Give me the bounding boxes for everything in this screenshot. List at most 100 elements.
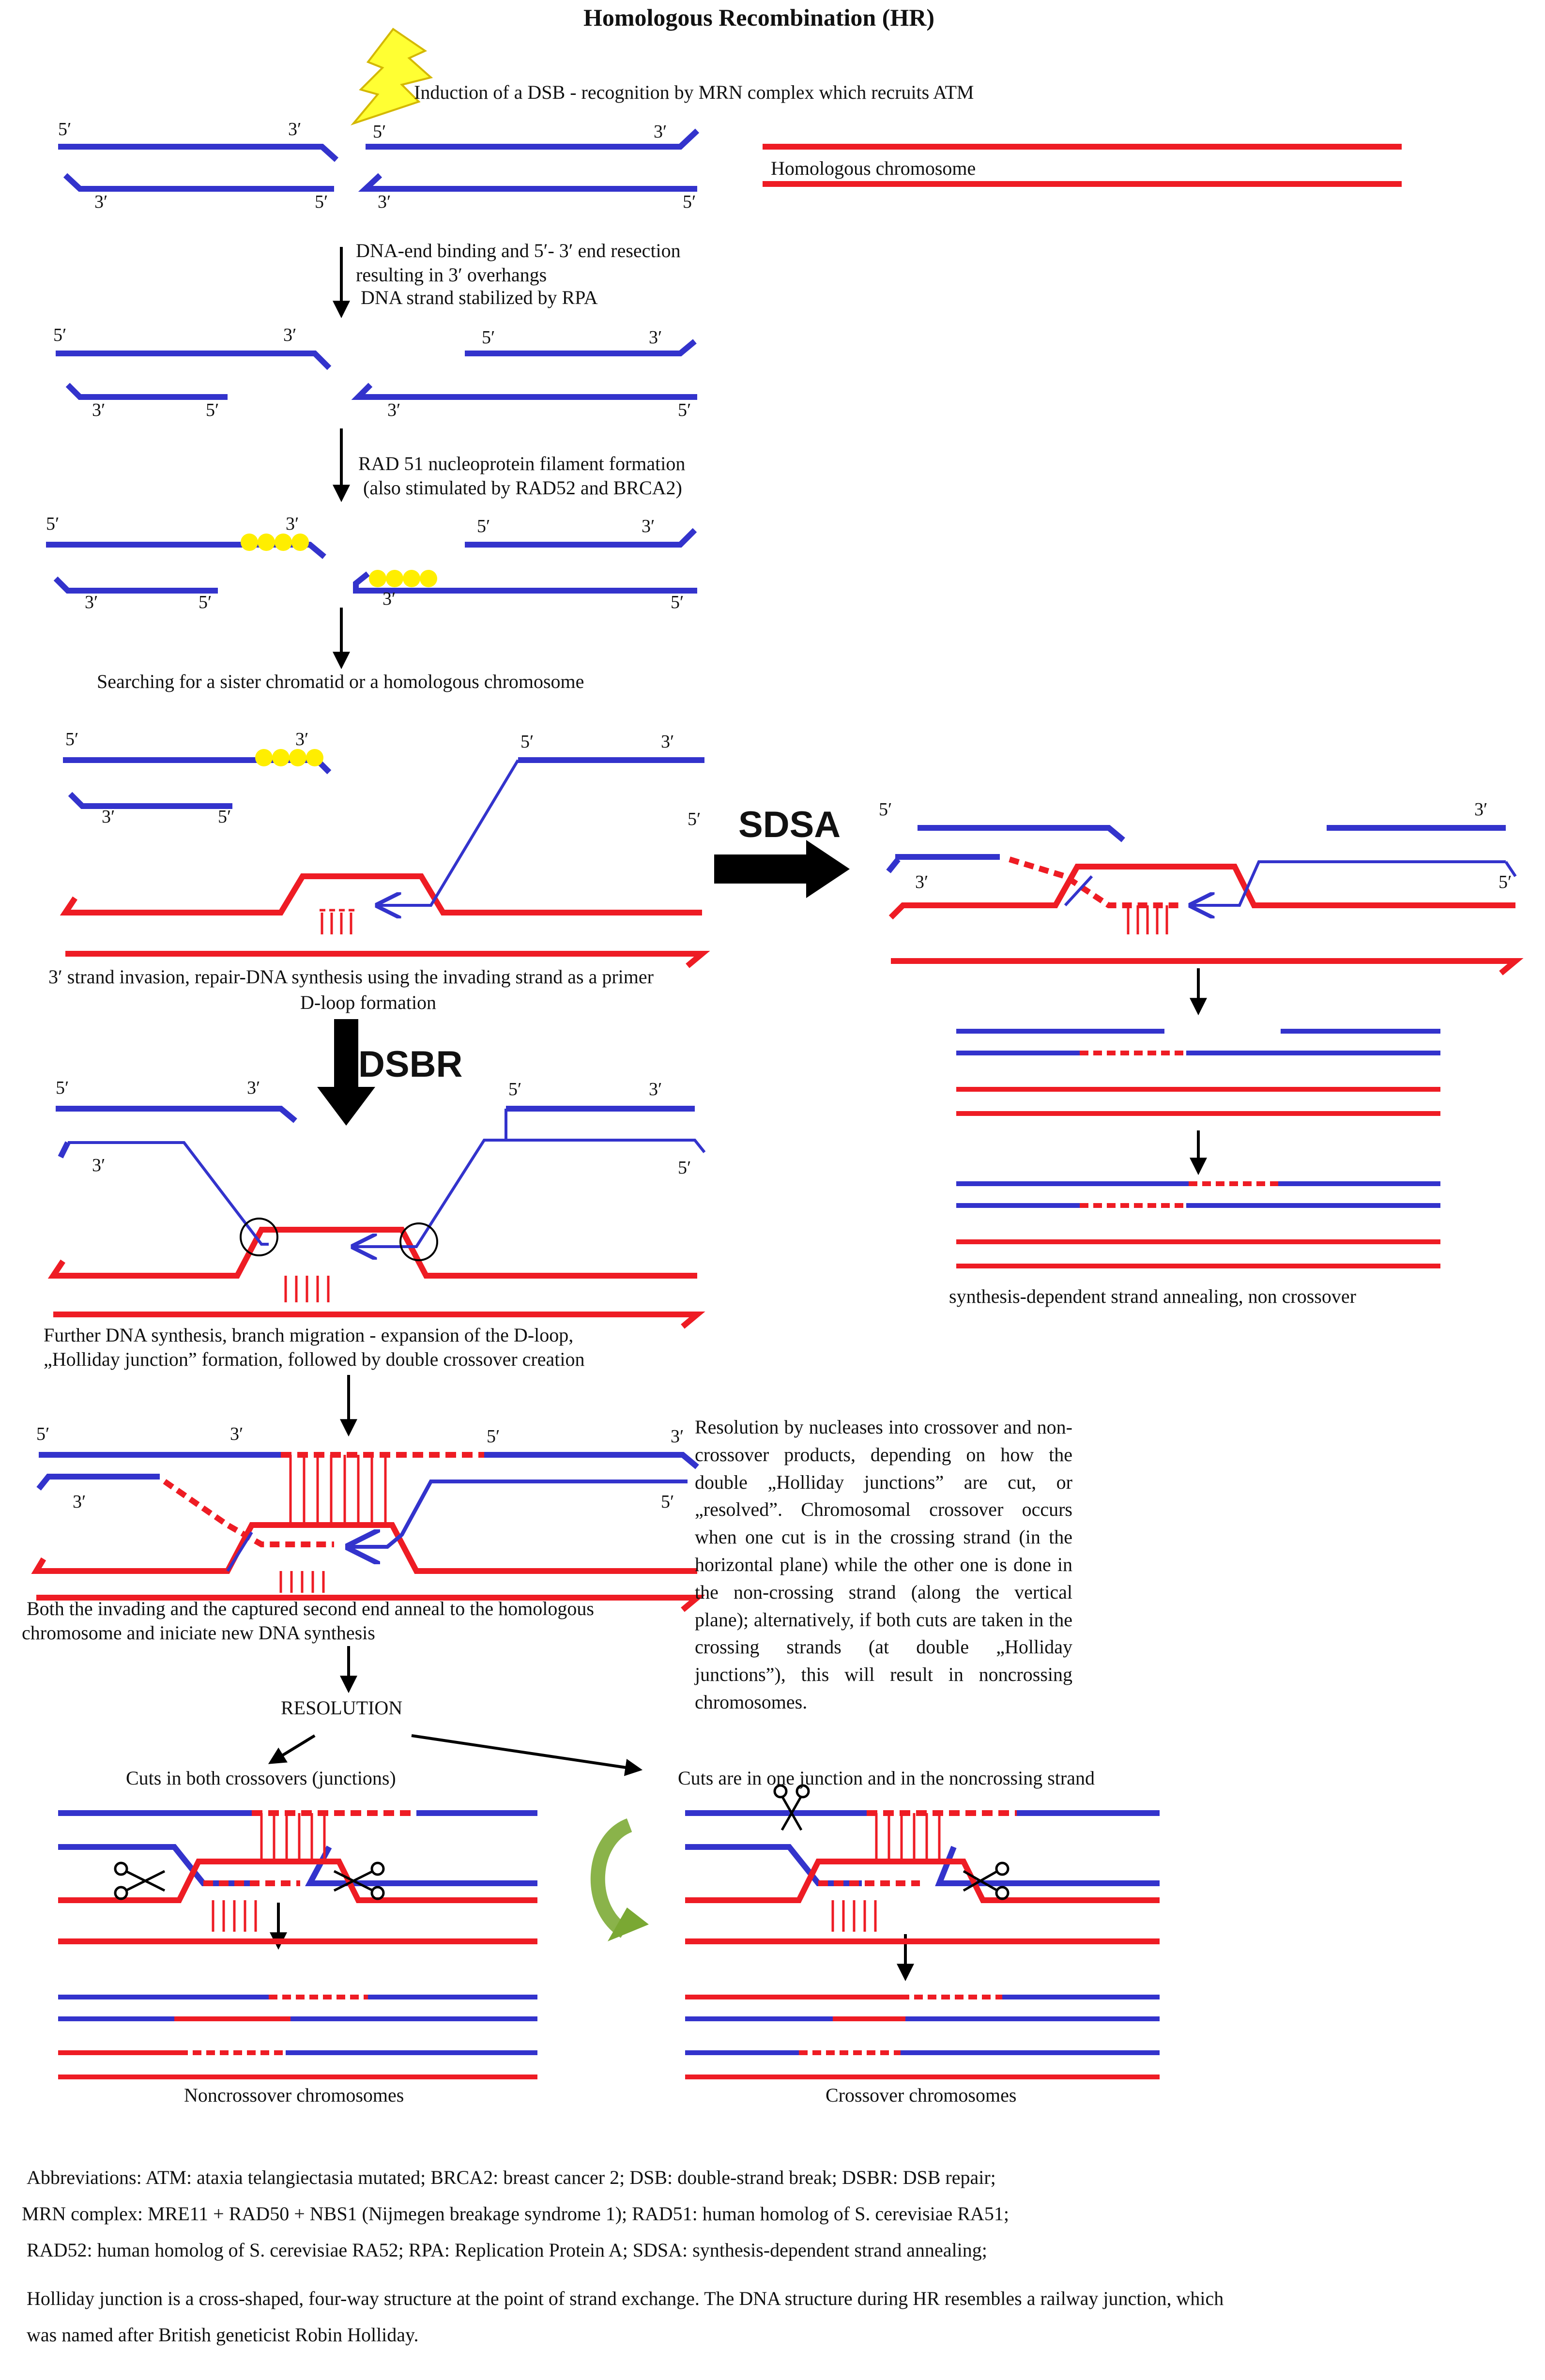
res-left-hbonds — [212, 1813, 326, 1932]
res-left-dna — [58, 1810, 537, 1944]
cuts-both-label: Cuts in both crossovers (junctions) — [126, 1767, 396, 1789]
step2-dna — [56, 339, 697, 400]
dsbr-dna — [47, 1106, 705, 1329]
end-label-3: 3′ — [92, 400, 106, 420]
sdsa-invading-end — [1504, 861, 1517, 877]
end-label-3: 3′ — [230, 1424, 244, 1444]
scissors-icon — [333, 1861, 385, 1900]
end-label-3: 3′ — [92, 1155, 106, 1175]
dhj-cross — [226, 1531, 253, 1572]
scissors-icon — [114, 1861, 166, 1900]
sdsa-dna — [886, 825, 1524, 976]
end-label-5: 5′ — [661, 1492, 674, 1512]
step5-label-b: D-loop formation — [300, 992, 437, 1013]
end-label-3: 3′ — [915, 872, 929, 892]
step4-label: Searching for a sister chromatid or a ho… — [97, 671, 584, 692]
res-right-dna — [685, 1810, 1160, 1944]
sdsa-result-label: synthesis-dependent strand annealing, no… — [949, 1285, 1356, 1307]
end-label-3: 3′ — [378, 192, 391, 212]
res-right-hbonds — [831, 1813, 941, 1932]
end-label-5: 5′ — [678, 1158, 691, 1178]
scissors-icon — [963, 1861, 1010, 1900]
end-label-3: 3′ — [649, 1079, 662, 1099]
step2-label-c: DNA strand stabilized by RPA — [361, 287, 598, 308]
end-label-5: 5′ — [477, 516, 490, 536]
step5-filament — [255, 749, 323, 766]
end-label-3: 3′ — [102, 807, 115, 827]
end-label-5: 5′ — [58, 119, 72, 139]
end-label-3: 3′ — [94, 192, 108, 212]
step2-label-a: DNA-end binding and 5′- 3′ end resection — [356, 240, 681, 261]
dhj-hbonds-top — [289, 1455, 387, 1525]
step1-dna — [58, 128, 1402, 192]
end-label-3: 3′ — [382, 589, 396, 609]
end-label-5: 5′ — [520, 732, 534, 752]
holliday-junction-right — [399, 1222, 438, 1261]
end-label-3: 3′ — [654, 122, 667, 142]
step3-dna — [46, 528, 697, 594]
resolution-label: RESOLUTION — [281, 1697, 403, 1719]
sdsa-stage2 — [956, 1029, 1440, 1116]
end-label-5: 5′ — [688, 809, 701, 829]
end-label-5: 5′ — [683, 192, 696, 212]
resolution-description: Resolution by nucleases into crossover a… — [695, 1416, 1072, 1713]
dsbr-arrow — [317, 1019, 375, 1126]
end-label-5: 5′ — [46, 514, 60, 534]
abbreviations-line: Abbreviations: ATM: ataxia telangiectasi… — [27, 2166, 996, 2188]
holliday-note-line: was named after British geneticist Robin… — [27, 2324, 419, 2346]
dhj-dna — [31, 1452, 705, 1612]
end-label-5: 5′ — [1499, 872, 1512, 892]
end-label-5: 5′ — [482, 327, 495, 348]
end-label-5: 5′ — [36, 1424, 50, 1444]
step7-label-b: chromosome and iniciate new DNA synthesi… — [22, 1622, 375, 1644]
page-title: Homologous Recombination (HR) — [583, 4, 934, 31]
end-label-5: 5′ — [879, 799, 892, 820]
noncrossover-label: Noncrossover chromosomes — [184, 2084, 404, 2106]
dhj-hbonds-bottom — [279, 1571, 325, 1593]
end-label-3: 3′ — [642, 516, 655, 536]
step6-label-b: „Holliday junction” formation, followed … — [44, 1348, 585, 1370]
end-label-5: 5′ — [53, 325, 67, 345]
end-label-5: 5′ — [315, 192, 328, 212]
step2-label-b: resulting in 3′ overhangs — [356, 264, 547, 286]
end-label-3: 3′ — [247, 1078, 260, 1098]
step7-label-a: Both the invading and the captured secon… — [27, 1598, 594, 1619]
end-label-3: 3′ — [85, 592, 98, 612]
end-label-3: 3′ — [73, 1492, 86, 1512]
end-label-5: 5′ — [56, 1078, 69, 1098]
sdsa-junction — [1064, 875, 1093, 907]
step3-label-b: (also stimulated by RAD52 and BRCA2) — [363, 477, 682, 499]
sdsa-stage3 — [956, 1181, 1440, 1268]
sdsa-hbonds — [1127, 905, 1168, 934]
step5-dna — [60, 757, 710, 968]
scissors-icon — [773, 1784, 810, 1831]
end-label-5: 5′ — [65, 729, 79, 749]
lightning-icon — [350, 28, 433, 126]
step5-label-a: 3′ strand invasion, repair-DNA synthesis… — [48, 966, 654, 988]
dsbr-right-strand — [353, 1109, 507, 1247]
holliday-junction-left — [240, 1218, 278, 1256]
cuts-one-label: Cuts are in one junction and in the nonc… — [678, 1767, 1095, 1789]
rotate-arrow-icon — [590, 1818, 649, 1941]
end-label-5: 5′ — [373, 122, 386, 142]
end-label-5: 5′ — [218, 807, 231, 827]
end-label-3: 3′ — [671, 1426, 684, 1447]
step1-label: Induction of a DSB - recognition by MRN … — [414, 81, 974, 103]
crossover-products — [685, 1995, 1160, 2079]
dsbr-right-end — [506, 1139, 706, 1153]
end-label-3: 3′ — [283, 325, 297, 345]
dhj-left-synth — [163, 1479, 334, 1547]
end-label-3: 3′ — [661, 732, 674, 752]
end-label-5: 5′ — [199, 592, 212, 612]
crossover-label: Crossover chromosomes — [826, 2084, 1017, 2106]
abbreviations-line: RAD52: human homolog of S. cerevisiae RA… — [27, 2239, 987, 2261]
noncrossover-products — [58, 1995, 537, 2079]
dsbr-left-strand — [68, 1141, 269, 1246]
sdsa-label: SDSA — [738, 804, 841, 845]
end-label-5: 5′ — [487, 1426, 500, 1447]
end-label-5: 5′ — [671, 592, 684, 612]
end-label-5: 5′ — [206, 400, 219, 420]
homologous-chromosome-label: Homologous chromosome — [771, 157, 976, 179]
sdsa-invading — [1191, 860, 1506, 905]
